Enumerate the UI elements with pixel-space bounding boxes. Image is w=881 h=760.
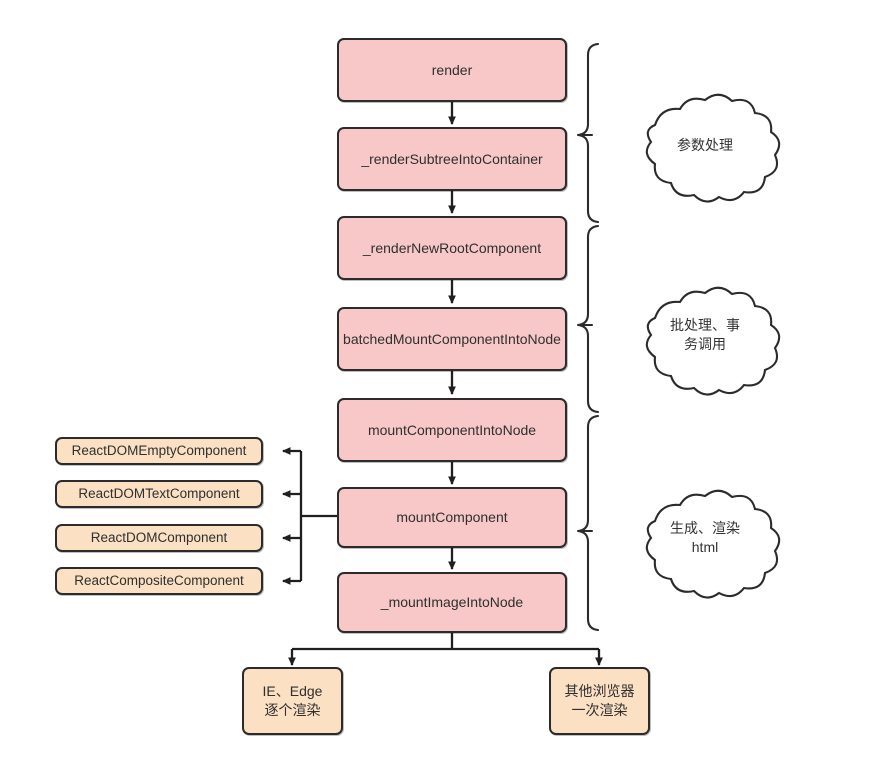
node-react-dom-component[interactable]: ReactDOMComponent — [55, 524, 263, 552]
node-render[interactable]: render — [337, 38, 567, 102]
node-mount-image-into-node[interactable]: _mountImageIntoNode — [337, 572, 567, 633]
node-mount-component-into-node[interactable]: mountComponentIntoNode — [337, 398, 567, 462]
node-render-subtree-into-container[interactable]: _renderSubtreeIntoContainer — [337, 127, 567, 191]
node-render-new-root-component[interactable]: _renderNewRootComponent — [337, 216, 567, 280]
node-react-composite-component[interactable]: ReactCompositeComponent — [55, 567, 263, 595]
node-batched-mount-component-into-node[interactable]: batchedMountComponentIntoNode — [337, 307, 567, 371]
node-react-dom-text-component[interactable]: ReactDOMTextComponent — [55, 480, 263, 508]
cloud-label-generate-render-html: 生成、渲染 html — [670, 520, 740, 555]
node-mount-component[interactable]: mountComponent — [337, 487, 567, 548]
node-other-browsers-output[interactable]: 其他浏览器 一次渲染 — [549, 667, 650, 735]
node-ie-edge-output[interactable]: IE、Edge 逐个渲染 — [242, 667, 343, 735]
brace-batch-transaction — [577, 224, 600, 414]
brace-parameter-handling — [577, 42, 600, 224]
brace-generate-render-html — [577, 414, 600, 632]
node-react-dom-empty-component[interactable]: ReactDOMEmptyComponent — [55, 437, 263, 465]
cloud-label-batch-transaction: 批处理、事 务调用 — [670, 317, 740, 352]
cloud-label-parameter-handling: 参数处理 — [677, 136, 733, 153]
